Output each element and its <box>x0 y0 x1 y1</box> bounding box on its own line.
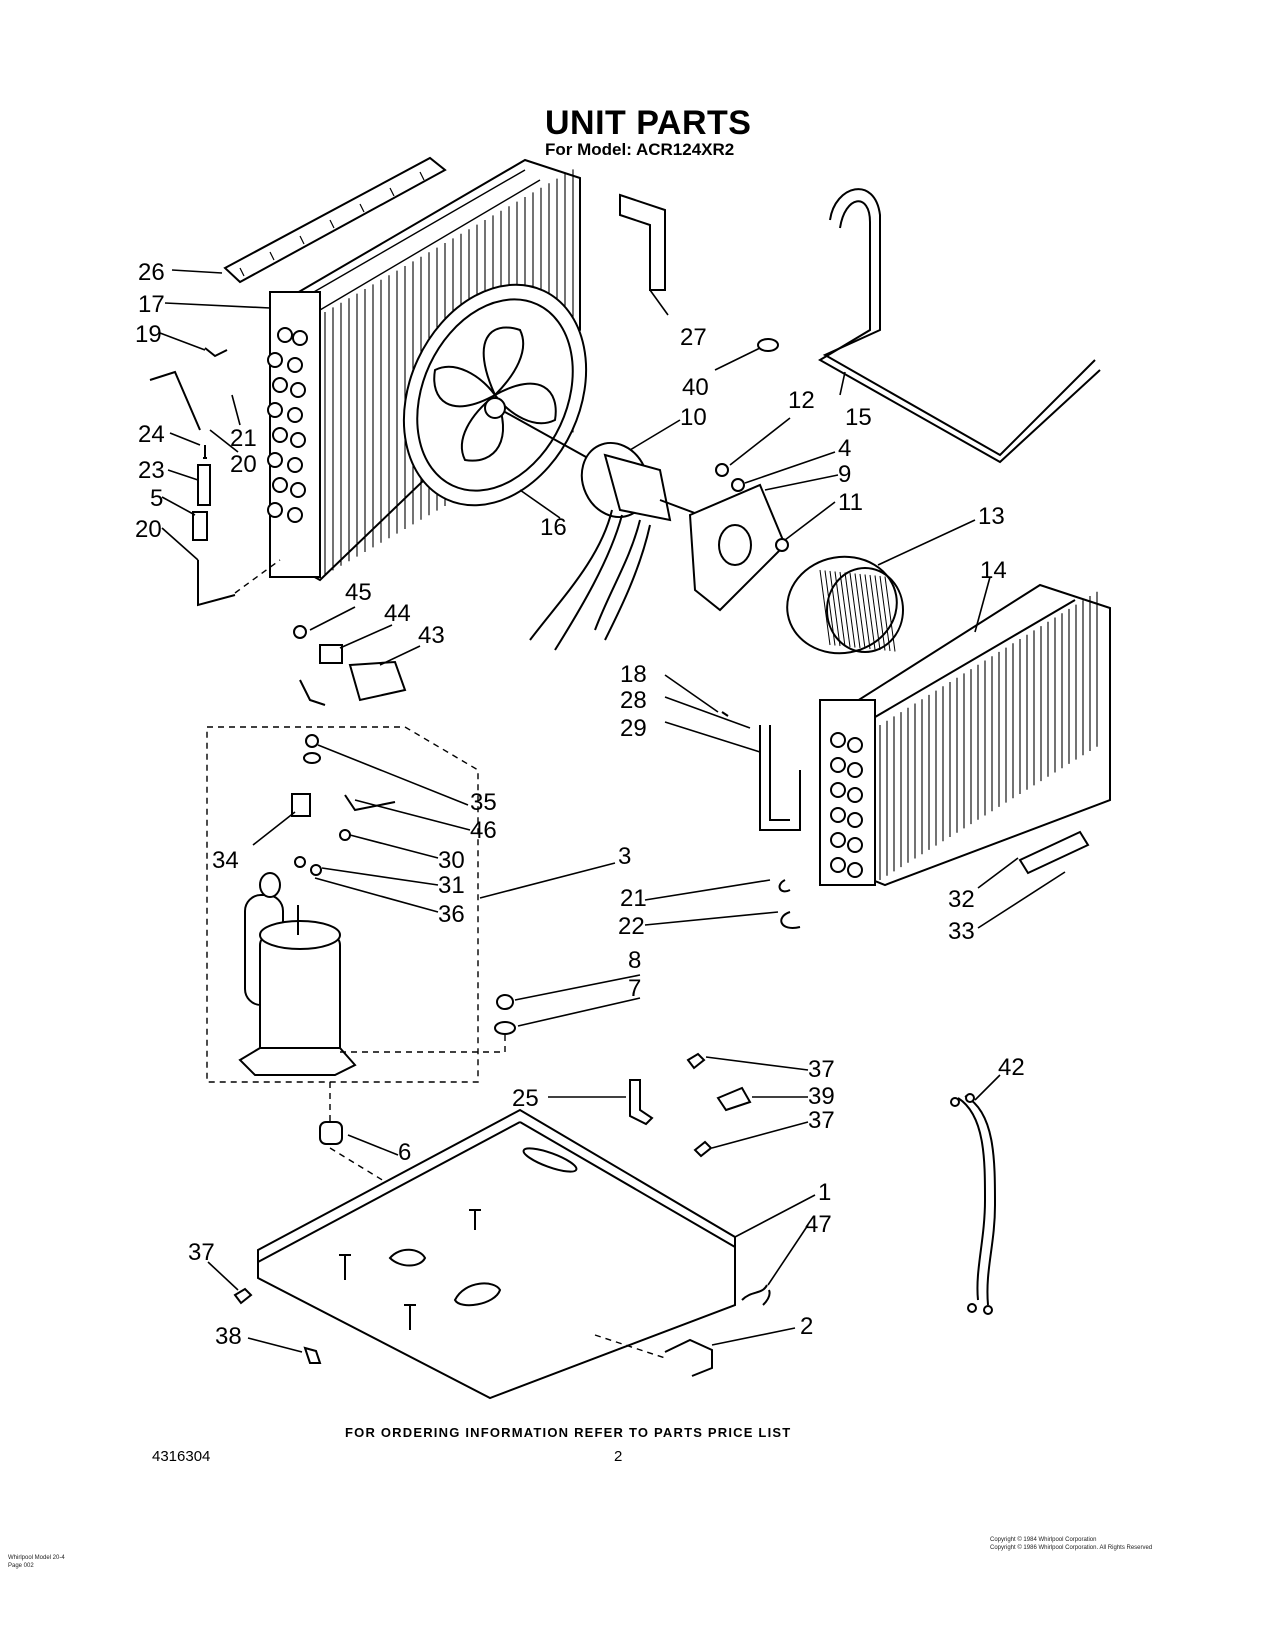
callout-number: 21 <box>620 885 647 912</box>
terminal-hardware <box>291 734 396 876</box>
ordering-info-note: FOR ORDERING INFORMATION REFER TO PARTS … <box>345 1425 792 1440</box>
callout-number: 7 <box>628 975 641 1002</box>
page-number: 2 <box>614 1448 623 1465</box>
base-pan-part-1 <box>257 1108 736 1400</box>
callout-number: 27 <box>680 324 707 351</box>
callout-number: 38 <box>215 1323 242 1350</box>
callout-number: 47 <box>805 1211 832 1238</box>
callout-number: 39 <box>808 1083 835 1110</box>
document-number: 4316304 <box>152 1448 211 1465</box>
callout-number: 23 <box>138 457 165 484</box>
clip-part-39 <box>716 1086 752 1112</box>
callout-number: 45 <box>345 579 372 606</box>
footer-small-left-1: Whirlpool Model 20-4 <box>8 1555 65 1561</box>
callout-number: 37 <box>188 1239 215 1266</box>
callout-number: 10 <box>680 404 707 431</box>
callout-number: 20 <box>135 516 162 543</box>
callout-number: 37 <box>808 1056 835 1083</box>
evaporator-coil-part-14 <box>819 583 1111 887</box>
callout-number: 1 <box>818 1179 831 1206</box>
part-47 <box>741 1284 771 1306</box>
page-title: UNIT PARTS <box>545 104 752 142</box>
callout-number: 3 <box>618 843 631 870</box>
callout-number: 24 <box>138 421 165 448</box>
bracket-part-25 <box>629 1079 654 1126</box>
refrigerant-tubing-left <box>149 347 281 607</box>
callout-number: 31 <box>438 872 465 899</box>
capillary-tube-part-15 <box>818 188 1101 464</box>
condenser-tube-bends <box>267 327 308 523</box>
callout-number: 29 <box>620 715 647 742</box>
callout-number: 20 <box>230 451 257 478</box>
callout-number: 25 <box>512 1085 539 1112</box>
callout-number: 36 <box>438 901 465 928</box>
condenser-fan-part-16 <box>402 283 588 507</box>
overload-relay-parts <box>293 625 407 706</box>
copyright-line-1: Copyright © 1984 Whirlpool Corporation <box>990 1537 1097 1543</box>
callout-number: 8 <box>628 947 641 974</box>
motor-hardware <box>715 338 789 552</box>
callout-number: 28 <box>620 687 647 714</box>
bracket-part-2 <box>594 1334 713 1377</box>
callout-number: 30 <box>438 847 465 874</box>
callout-leaders <box>159 269 1066 1353</box>
evaporator-tubing <box>721 711 801 929</box>
callout-number: 33 <box>948 918 975 945</box>
callout-number: 43 <box>418 622 445 649</box>
callout-number: 9 <box>838 461 851 488</box>
compressor-assembly-part-3 <box>206 726 479 1083</box>
cover-part-32-33 <box>1018 830 1090 875</box>
callout-number: 16 <box>540 514 567 541</box>
top-rail-part-26 <box>223 156 447 284</box>
callout-number: 26 <box>138 259 165 286</box>
footer-small-left-2: Page 002 <box>8 1563 34 1569</box>
callout-number: 34 <box>212 847 239 874</box>
callout-number: 22 <box>618 913 645 940</box>
callout-number: 17 <box>138 291 165 318</box>
clip-part-38 <box>303 1346 322 1364</box>
callout-number: 11 <box>838 489 863 516</box>
wire-harness-part-42 <box>950 1093 997 1315</box>
callout-number: 21 <box>230 425 257 452</box>
callout-number: 14 <box>980 557 1007 584</box>
callout-number: 44 <box>384 600 411 627</box>
compressor <box>238 872 357 1076</box>
callout-number: 5 <box>150 485 163 512</box>
callout-number: 35 <box>470 789 497 816</box>
callout-number: 37 <box>808 1107 835 1134</box>
callout-number: 12 <box>788 387 815 414</box>
callout-number: 46 <box>470 817 497 844</box>
model-subtitle: For Model: ACR124XR2 <box>545 140 735 159</box>
callout-number: 42 <box>998 1054 1025 1081</box>
callout-number: 13 <box>978 503 1005 530</box>
fan-motor-part-10 <box>504 411 701 651</box>
callout-number: 4 <box>838 435 851 462</box>
blower-wheel-part-13 <box>786 555 904 655</box>
callout-number: 6 <box>398 1139 411 1166</box>
callout-number: 40 <box>682 374 709 401</box>
copyright-line-2: Copyright © 1986 Whirlpool Corporation. … <box>990 1545 1153 1551</box>
callout-number: 18 <box>620 661 647 688</box>
callout-number: 15 <box>845 404 872 431</box>
motor-mount-bracket-part-9 <box>688 483 787 612</box>
screws-part-37 <box>233 1052 713 1305</box>
callout-number: 32 <box>948 886 975 913</box>
callout-number: 2 <box>800 1313 813 1340</box>
callout-number: 19 <box>135 321 162 348</box>
bracket-part-27 <box>619 193 666 291</box>
grommets-part-7-8 <box>335 994 516 1053</box>
